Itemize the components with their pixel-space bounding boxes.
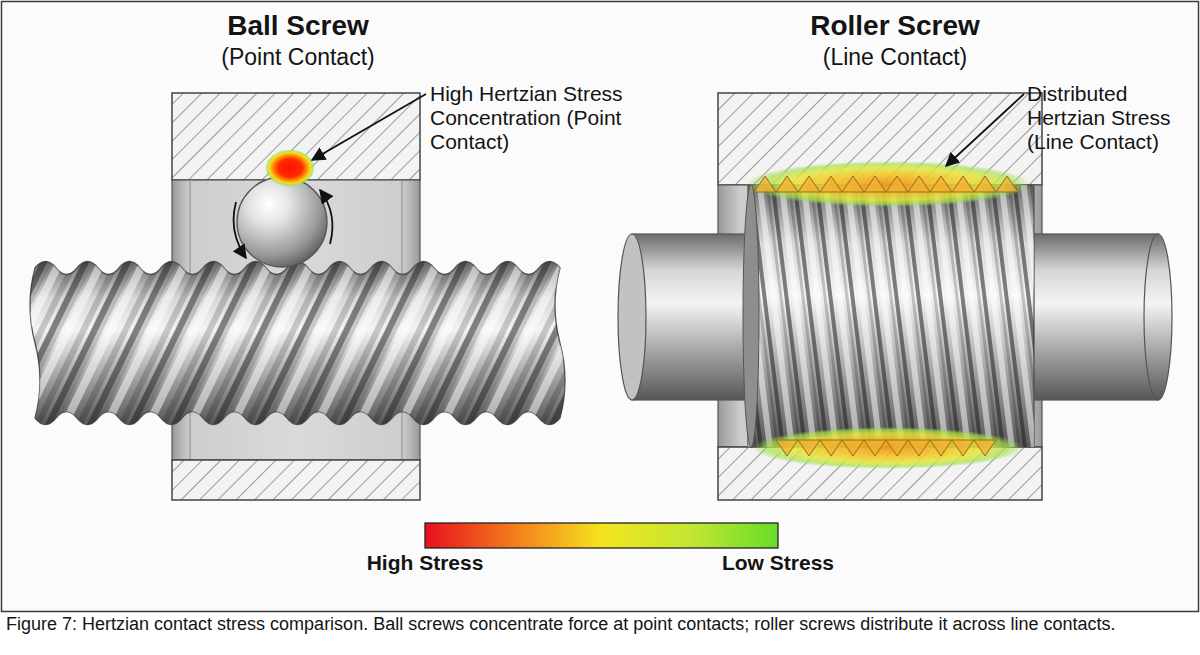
panel-subtitle: (Line Contact): [745, 44, 1045, 70]
thread-teeth: [754, 176, 1018, 192]
roller-end: [743, 185, 759, 447]
ball: [237, 177, 327, 267]
rotation-arrow: [234, 202, 246, 258]
panel-title: Roller Screw: [745, 10, 1045, 42]
rotation-arrow: [320, 190, 332, 244]
thread-teeth: [776, 440, 996, 456]
stress-band: [746, 161, 1030, 207]
figure-caption: Figure 7: Hertzian contact stress compar…: [6, 614, 1196, 634]
roller-thread: [748, 185, 1034, 447]
screw-thread: [30, 262, 565, 425]
legend-label: High Stress: [325, 551, 525, 575]
screw-shaft: [1030, 234, 1158, 400]
panel-subtitle: (Point Contact): [148, 44, 448, 70]
callout-text: Distributed Hertzian Stress (Line Contac…: [1027, 82, 1192, 154]
panel-title: Ball Screw: [148, 10, 448, 42]
roller-body: [748, 185, 1034, 447]
figure-frame: [2, 2, 1199, 612]
screw-shaft: [30, 262, 565, 425]
nut-section: [172, 460, 420, 500]
nut-bore: [718, 185, 1042, 447]
callout-text: High Hertzian Stress Concentration (Poin…: [430, 82, 635, 154]
legend-swatch: [602, 523, 778, 548]
shaft-end: [618, 234, 646, 400]
legend-border: [425, 523, 778, 548]
legend-swatch: [425, 523, 602, 548]
stress-hotspot: [266, 150, 314, 186]
leader-line: [946, 94, 1024, 166]
screw-shaft: [632, 234, 752, 400]
stress-band: [752, 427, 1024, 469]
shaft-end: [1144, 234, 1172, 400]
leader-line: [312, 94, 426, 160]
legend-label: Low Stress: [678, 551, 878, 575]
